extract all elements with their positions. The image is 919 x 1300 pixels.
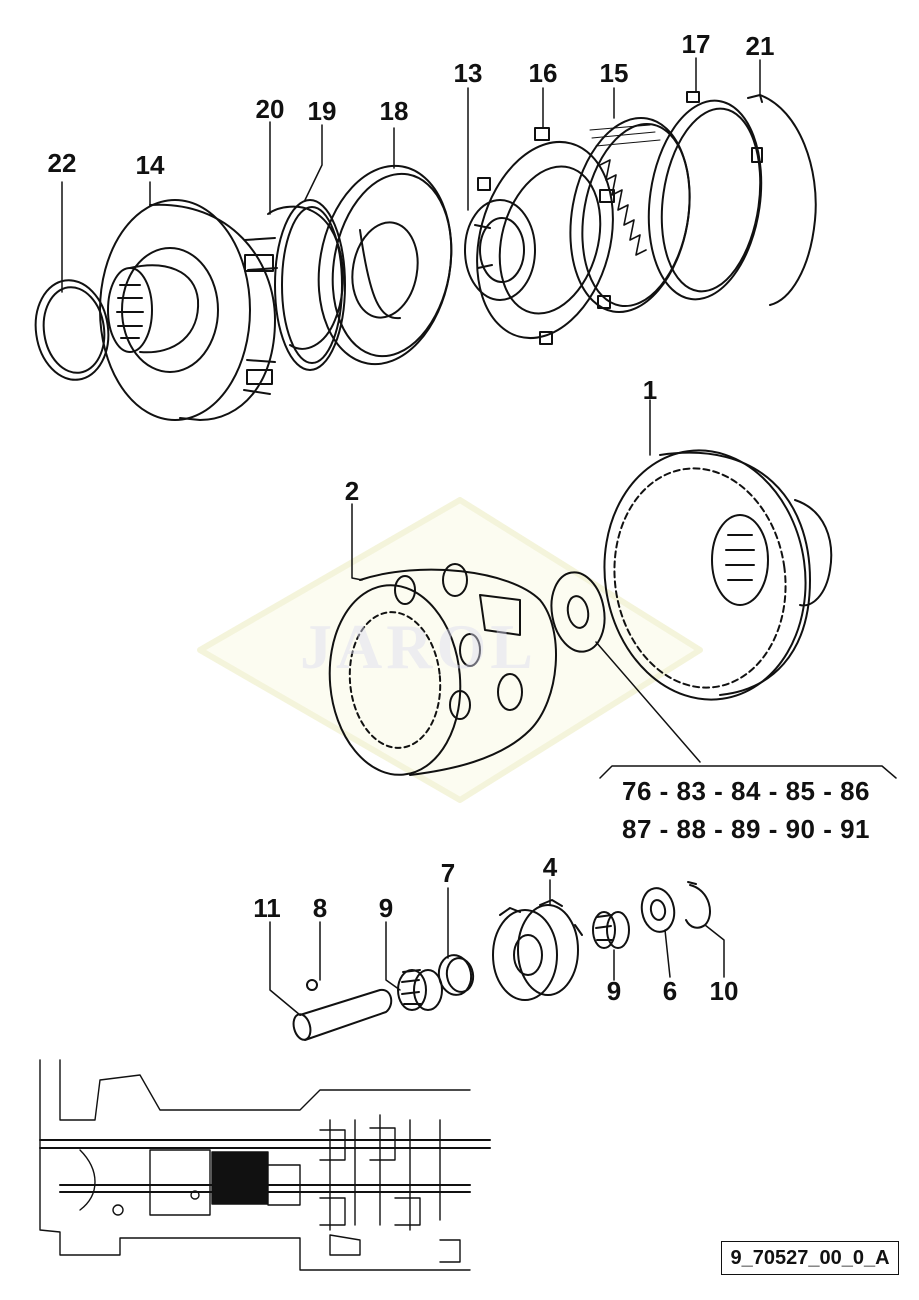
callout-22: 22 (47, 148, 77, 178)
callout-17: 17 (681, 29, 711, 59)
callout-9-left: 9 (378, 893, 394, 923)
thrust-washer (550, 571, 606, 653)
callout-16: 16 (528, 58, 558, 88)
callout-8: 8 (312, 893, 328, 923)
watermark-diamond (197, 497, 703, 803)
transmission-cross-section (39, 1059, 491, 1271)
leader-lines (61, 57, 897, 1016)
part-19-seal-ring (274, 199, 346, 371)
callout-4: 4 (542, 852, 558, 882)
callout-13: 13 (453, 58, 483, 88)
callout-9-right: 9 (606, 976, 622, 1006)
callout-14: 14 (135, 150, 165, 180)
callout-20: 20 (255, 94, 285, 124)
reference-numbers-line-2: 87 - 88 - 89 - 90 - 91 (622, 814, 871, 844)
part-7-bushing (437, 954, 475, 996)
callout-2: 2 (344, 476, 360, 506)
callout-10: 10 (709, 976, 739, 1006)
part-21-circlip (747, 94, 817, 306)
part-18-piston (317, 164, 453, 366)
callout-6: 6 (662, 976, 678, 1006)
callout-15: 15 (599, 58, 629, 88)
part-4-compound-gear (492, 899, 583, 1001)
reference-numbers-line-1: 76 - 83 - 84 - 85 - 86 (622, 776, 871, 806)
part-13-spacer (464, 199, 536, 301)
callout-19: 19 (307, 96, 337, 126)
part-1-ring-gear (603, 449, 833, 701)
part-2-planet-carrier (328, 563, 557, 776)
part-6-washer (640, 887, 676, 933)
part-9-pinion-right (592, 911, 630, 949)
watermark-text: JAROL (300, 611, 537, 682)
part-9-pinion-left (397, 969, 443, 1011)
part-17-steel-plate (647, 91, 763, 301)
part-14-clutch-drum (99, 199, 278, 421)
part-8-ball (306, 979, 318, 991)
callout-21: 21 (745, 31, 775, 61)
callout-7: 7 (440, 858, 456, 888)
part-22-o-ring (34, 279, 110, 381)
part-11-pin (292, 988, 393, 1041)
part-16-steel-plate (476, 127, 615, 345)
part-10-circlip (685, 881, 711, 929)
part-15-friction-disc (569, 116, 691, 314)
figure-code-label: 9_70527_00_0_A (721, 1241, 899, 1275)
callout-1: 1 (642, 375, 658, 405)
callout-11: 11 (253, 893, 281, 923)
callout-18: 18 (379, 96, 409, 126)
